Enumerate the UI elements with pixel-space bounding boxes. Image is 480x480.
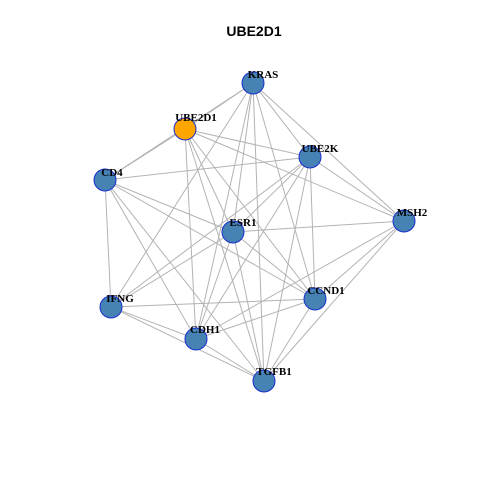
edge-kras-cdh1	[195, 82, 254, 340]
edge-ifng-cdh1	[110, 306, 197, 340]
node-circle[interactable]	[298, 145, 322, 169]
node-circle[interactable]	[93, 168, 117, 192]
edge-ifng-ccnd1	[110, 298, 316, 308]
edge-esr1-cdh1	[195, 231, 234, 340]
edge-cd4-ccnd1	[104, 179, 316, 300]
edge-ube2d1-ccnd1	[184, 128, 316, 300]
edge-ube2d1-cd4	[104, 128, 186, 181]
edge-msh2-ccnd1	[314, 220, 405, 300]
node-cdh1[interactable]: CDH1	[184, 324, 220, 351]
edge-cd4-cdh1	[104, 179, 197, 340]
edge-esr1-tgfb1	[232, 231, 265, 382]
edge-ccnd1-cdh1	[195, 298, 316, 340]
node-ube2d1[interactable]: UBE2D1	[173, 112, 217, 141]
edge-msh2-cdh1	[195, 220, 405, 340]
edge-ube2d1-ube2k	[184, 128, 311, 158]
node-label: UBE2K	[302, 143, 339, 155]
edge-cd4-ifng	[104, 179, 112, 308]
edge-ube2k-msh2	[309, 156, 405, 222]
node-circle[interactable]	[99, 295, 123, 319]
node-label: TGFB1	[256, 366, 291, 378]
node-msh2[interactable]: MSH2	[392, 207, 428, 233]
node-ube2k[interactable]: UBE2K	[298, 143, 339, 169]
node-circle[interactable]	[221, 220, 245, 244]
edge-ube2k-tgfb1	[263, 156, 311, 382]
node-label: CDH1	[190, 324, 220, 336]
edge-ccnd1-tgfb1	[263, 298, 316, 382]
edge-msh2-esr1	[232, 220, 405, 233]
node-label: MSH2	[397, 207, 428, 219]
node-tgfb1[interactable]: TGFB1	[252, 366, 292, 393]
edge-esr1-ifng	[110, 231, 234, 308]
edge-kras-ube2k	[252, 82, 311, 158]
node-ifng[interactable]: IFNG	[99, 293, 134, 319]
edge-ube2k-ifng	[110, 156, 311, 308]
edge-ube2k-cd4	[104, 156, 311, 181]
node-circle[interactable]	[392, 209, 416, 233]
edge-ube2k-esr1	[232, 156, 311, 233]
edge-ube2d1-esr1	[184, 128, 234, 233]
node-circle[interactable]	[173, 117, 197, 141]
edge-ube2d1-msh2	[184, 128, 405, 222]
node-label: UBE2D1	[175, 112, 217, 124]
node-label: IFNG	[106, 293, 134, 305]
node-esr1[interactable]: ESR1	[221, 217, 257, 244]
edge-cd4-tgfb1	[104, 179, 265, 382]
node-kras[interactable]: KRAS	[241, 69, 279, 95]
node-circle[interactable]	[241, 71, 265, 95]
diagram-title: UBE2D1	[226, 23, 281, 39]
edge-cdh1-tgfb1	[195, 338, 265, 382]
edge-ube2d1-cdh1	[184, 128, 197, 340]
edge-kras-esr1	[232, 82, 254, 233]
node-label: CCND1	[307, 285, 344, 297]
edge-esr1-ccnd1	[232, 231, 316, 300]
edge-kras-ifng	[110, 82, 254, 308]
node-label: ESR1	[230, 217, 257, 229]
edge-ube2k-ccnd1	[309, 156, 316, 300]
edge-msh2-tgfb1	[263, 220, 405, 382]
edge-kras-ccnd1	[252, 82, 316, 300]
node-cd4[interactable]: CD4	[93, 167, 123, 192]
edge-cd4-esr1	[104, 179, 234, 233]
node-ccnd1[interactable]: CCND1	[303, 285, 345, 311]
node-circle[interactable]	[184, 327, 208, 351]
node-label: KRAS	[248, 69, 279, 81]
edge-layer	[104, 82, 405, 382]
edge-ube2d1-tgfb1	[184, 128, 265, 382]
node-circle[interactable]	[303, 287, 327, 311]
node-label: CD4	[101, 167, 123, 179]
edge-kras-tgfb1	[252, 82, 265, 382]
node-circle[interactable]	[252, 369, 276, 393]
edge-kras-msh2	[252, 82, 405, 222]
